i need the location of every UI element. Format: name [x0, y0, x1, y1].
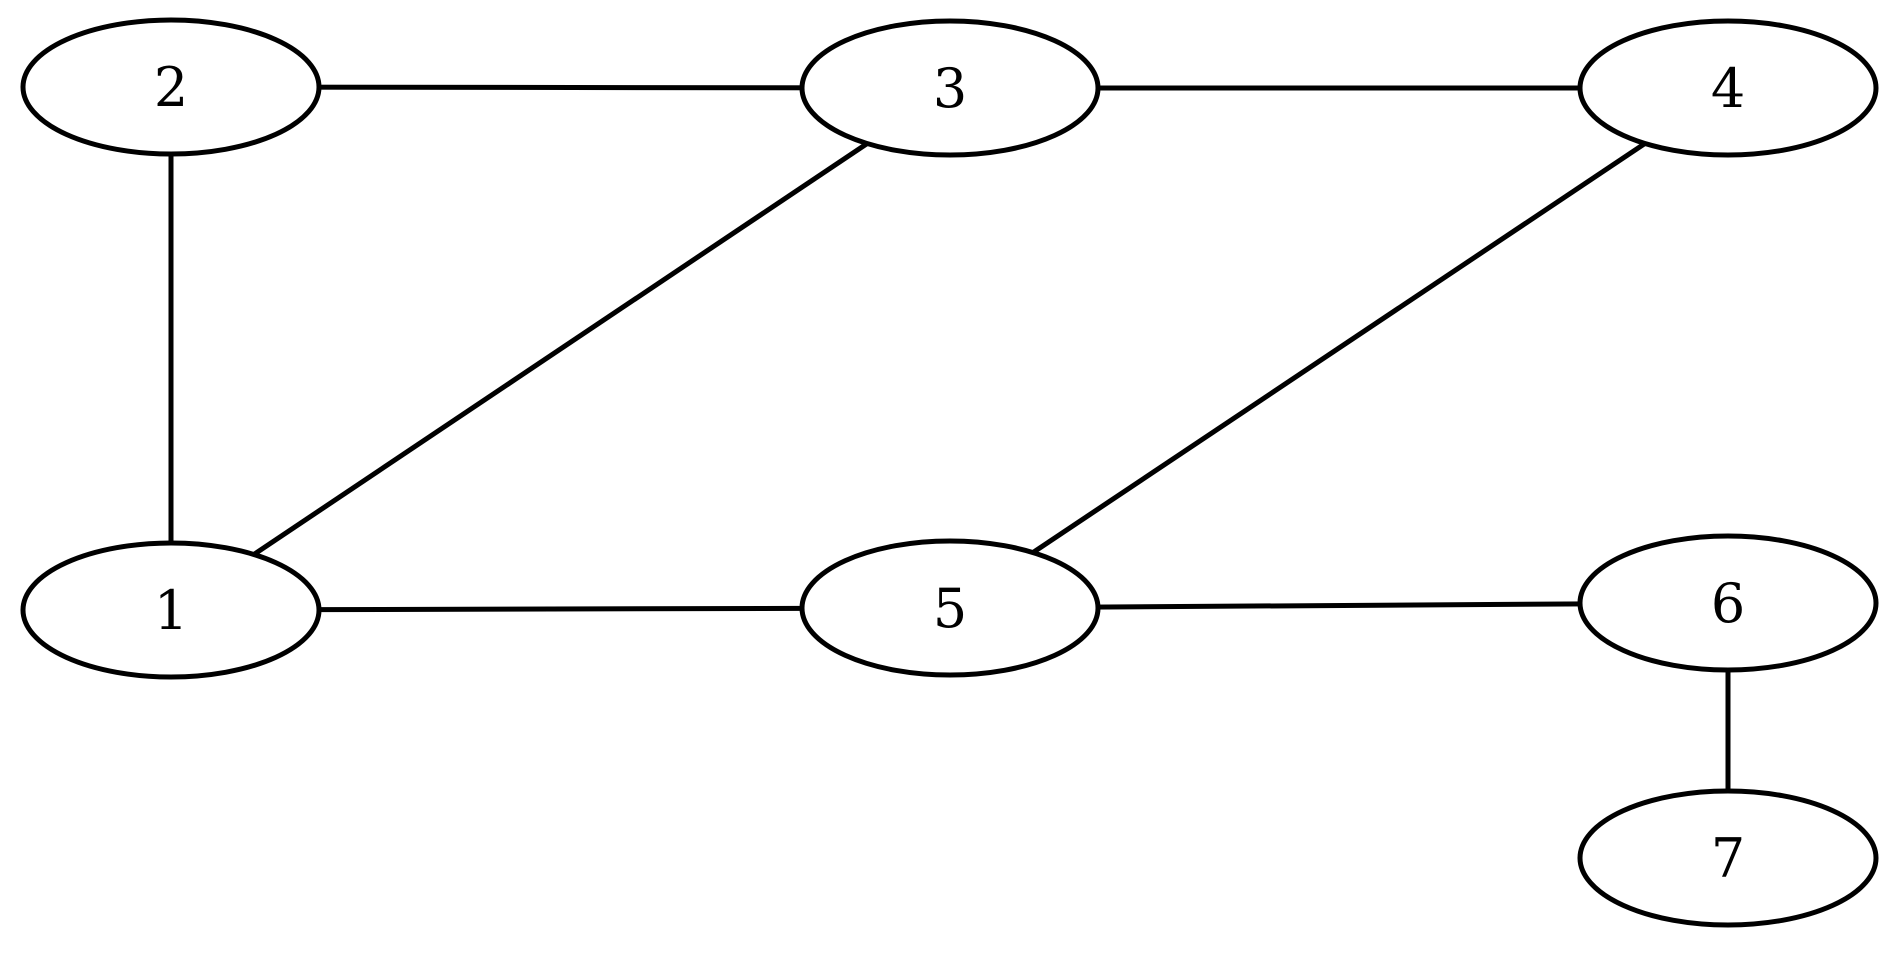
node-label-1: 1 — [154, 579, 188, 642]
node-label-4: 4 — [1711, 57, 1745, 120]
node-shape-5 — [799, 538, 1101, 678]
node-6: 6 — [1577, 533, 1879, 673]
node-shape-2 — [20, 17, 322, 157]
node-label-5: 5 — [933, 577, 967, 640]
node-label-2: 2 — [154, 56, 188, 119]
node-2: 2 — [20, 17, 322, 157]
node-label-7: 7 — [1711, 827, 1745, 890]
node-shape-4 — [1577, 18, 1879, 158]
node-3: 3 — [799, 18, 1101, 158]
node-1: 1 — [20, 540, 322, 680]
node-shape-1 — [20, 540, 322, 680]
node-label-6: 6 — [1711, 572, 1745, 635]
edges-layer — [168, 84, 1731, 858]
node-label-3: 3 — [933, 57, 967, 120]
edge-5-4 — [948, 85, 1730, 611]
nodes-layer: 1 2 3 4 5 6 7 — [20, 17, 1879, 928]
node-7: 7 — [1577, 788, 1879, 928]
edge-1-3 — [169, 85, 952, 613]
node-shape-3 — [799, 18, 1101, 158]
node-4: 4 — [1577, 18, 1879, 158]
node-shape-7 — [1577, 788, 1879, 928]
node-5: 5 — [799, 538, 1101, 678]
node-shape-6 — [1577, 533, 1879, 673]
